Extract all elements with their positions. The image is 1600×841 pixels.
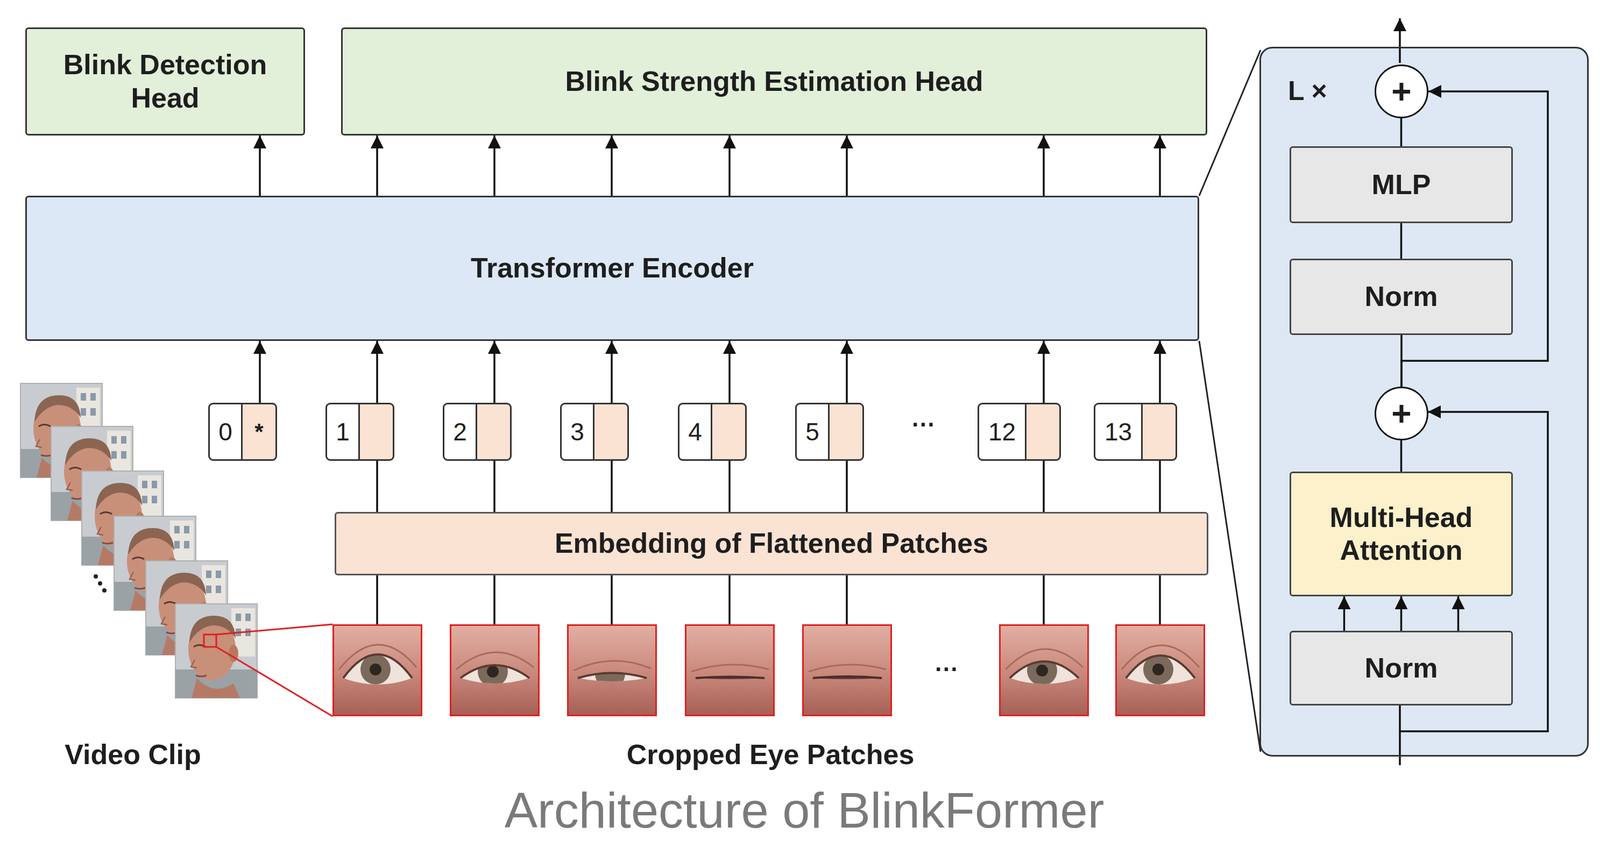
token-embedding-box: [1026, 402, 1061, 462]
token-index-box: 12: [977, 402, 1027, 462]
connector-arrow: [493, 461, 496, 513]
token-index-box: 1: [325, 402, 360, 462]
token-group: 2: [442, 402, 512, 462]
repeat-label: L ×: [1287, 75, 1328, 108]
token-embedding-box: [359, 402, 395, 462]
connector-arrow: [1401, 91, 1548, 387]
connector-arrow: [845, 341, 848, 403]
token-embedding-box: [712, 402, 747, 462]
box-label: +: [1391, 396, 1412, 431]
box-label: Embedding of Flattened Patches: [554, 527, 989, 561]
token-group: 1: [325, 402, 395, 462]
token-group: 13: [1093, 402, 1178, 462]
figure-label: Cropped Eye Patches: [626, 739, 915, 771]
token-index: 4: [688, 417, 703, 447]
box-label: Transformer Encoder: [470, 251, 754, 285]
connector-arrow: [493, 341, 496, 403]
connector-arrow: [376, 461, 379, 513]
token-embedding-box: [594, 402, 629, 462]
token-index: 2: [452, 417, 467, 447]
connector-arrow: [1158, 461, 1161, 513]
token-index-box: 13: [1093, 402, 1143, 462]
connector-arrow: [258, 135, 261, 196]
token-index-box: 5: [795, 402, 830, 462]
output-head: Blink Detection Head: [25, 27, 306, 136]
token-index-box: 0: [208, 402, 243, 462]
connector-arrow: [258, 341, 261, 403]
process-box: Norm: [1289, 631, 1513, 706]
token-index-box: 2: [442, 402, 478, 462]
embedding-box: Embedding of Flattened Patches: [334, 512, 1209, 576]
connector-arrow: [1158, 135, 1161, 196]
connector-arrow: [1457, 596, 1460, 632]
connector-arrow: [1042, 341, 1045, 403]
token-index-box: 4: [677, 402, 713, 462]
token-index-box: 3: [560, 402, 595, 462]
token-embedding-box: [1142, 402, 1178, 462]
connector-arrow: [1400, 223, 1403, 259]
token-embedding-box: [477, 402, 512, 462]
connector-arrow: [1042, 135, 1045, 196]
box-label: Norm: [1364, 652, 1439, 685]
token-index: 5: [805, 417, 820, 447]
process-box: MLP: [1289, 146, 1513, 224]
token-group: 4: [677, 402, 747, 462]
box-label: Multi-Head Attention: [1304, 501, 1499, 568]
connector-arrow: [845, 461, 848, 513]
output-head: Blink Strength Estimation Head: [341, 27, 1208, 136]
connector-arrow: [728, 135, 731, 196]
connector-arrow: [1400, 440, 1403, 472]
box-label: Norm: [1364, 280, 1439, 314]
connector-arrow: [1400, 118, 1403, 147]
connector-arrow: [376, 341, 379, 403]
token-embedding-box: [829, 402, 865, 462]
figure-caption: Architecture of BlinkFormer: [504, 783, 1105, 839]
connector-arrow: [610, 135, 613, 196]
token-index: 13: [1104, 417, 1132, 447]
attention-box: Multi-Head Attention: [1289, 471, 1513, 597]
add-circle: +: [1374, 64, 1429, 119]
token-index: 12: [988, 417, 1016, 447]
connector-arrow: [610, 461, 613, 513]
connector-arrow: [1343, 596, 1346, 632]
box-label: MLP: [1371, 168, 1432, 202]
encoder-layer-panel: L ×+MLPNorm+Multi-Head AttentionNorm: [1259, 46, 1589, 757]
token-index: 0: [218, 417, 233, 447]
ellipsis: ···: [911, 412, 936, 438]
token-embedding-box: *: [242, 402, 278, 462]
class-token-mark: *: [254, 418, 264, 446]
box-label: +: [1391, 74, 1412, 109]
connector-arrow: [728, 341, 731, 403]
connector-arrow: [1042, 461, 1045, 513]
connector-arrow: [610, 341, 613, 403]
token-index: 1: [335, 417, 350, 447]
box-label: Blink Detection Head: [46, 48, 284, 115]
box-label: Blink Strength Estimation Head: [564, 65, 983, 98]
token-index: 3: [570, 417, 585, 447]
connector-arrow: [845, 135, 848, 196]
connector-arrow: [1400, 596, 1403, 632]
connector-arrow: [493, 135, 496, 196]
token-group: 12: [977, 402, 1061, 462]
connector-arrow: [376, 135, 379, 196]
token-group: 3: [560, 402, 629, 462]
figure-label: Video Clip: [64, 739, 201, 771]
token-group: 0*: [208, 402, 278, 462]
process-box: Norm: [1289, 258, 1513, 336]
connector-arrow: [1158, 341, 1161, 403]
encoder-box: Transformer Encoder: [25, 195, 1200, 342]
add-circle: +: [1374, 386, 1429, 441]
token-group: 5: [795, 402, 865, 462]
connector-arrow: [728, 461, 731, 513]
ellipsis: ···: [935, 656, 959, 683]
